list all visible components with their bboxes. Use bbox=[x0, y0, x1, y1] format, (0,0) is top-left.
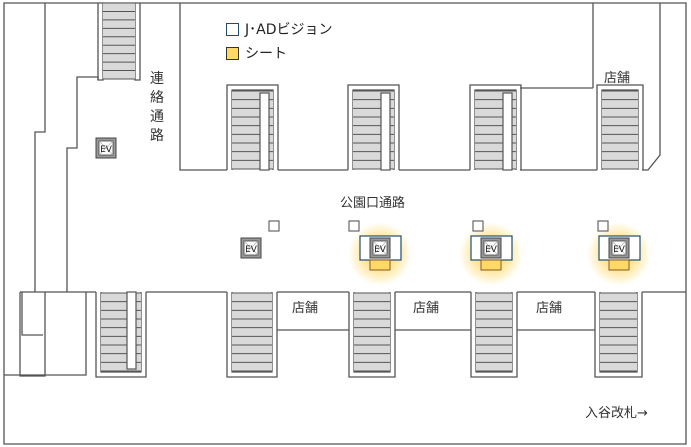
seat bbox=[608, 259, 630, 271]
elevator-cross bbox=[372, 240, 388, 256]
elevator-label: EV bbox=[374, 245, 387, 255]
legend-label: J･ADビジョン bbox=[245, 22, 333, 38]
elevator-label: EV bbox=[100, 145, 113, 155]
stair-lower-fill bbox=[600, 293, 637, 371]
legend-label: シート bbox=[245, 46, 287, 62]
seat bbox=[369, 259, 391, 271]
wall-line bbox=[3, 2, 687, 445]
elevator-cross bbox=[243, 240, 259, 256]
stair-lower-fill bbox=[354, 293, 390, 371]
elevator-cross bbox=[611, 240, 627, 256]
jad-vision-marker bbox=[597, 220, 609, 232]
shop-label: 店舗 bbox=[536, 301, 563, 316]
jad-vision-marker bbox=[268, 220, 280, 232]
wall-line bbox=[34, 3, 46, 292]
wall-line bbox=[21, 292, 43, 336]
stair-lower-fill bbox=[476, 293, 512, 371]
seat-swatch bbox=[226, 46, 239, 60]
shop-label: 店舗 bbox=[413, 301, 440, 316]
wall-line bbox=[19, 292, 46, 377]
shop-label: 店舗 bbox=[292, 301, 319, 316]
seat bbox=[480, 259, 502, 271]
elevator-cross bbox=[483, 240, 499, 256]
handrail bbox=[126, 291, 137, 370]
shop-label: 店舗 bbox=[604, 71, 631, 86]
elevator-label: EV bbox=[613, 245, 626, 255]
connecting-passage-label: 連絡通路 bbox=[150, 71, 164, 144]
wall-line bbox=[179, 3, 227, 171]
handrail bbox=[259, 92, 270, 171]
elevator-label: EV bbox=[245, 245, 258, 255]
stair-lower-fill bbox=[232, 293, 272, 371]
legend-jad-vision: J･ADビジョン bbox=[226, 19, 333, 39]
wall-line bbox=[66, 76, 99, 292]
legend-seat: シート bbox=[226, 43, 287, 63]
stair-top-fill bbox=[103, 3, 135, 79]
jad-vision-marker bbox=[472, 220, 484, 232]
jad-vision-swatch bbox=[226, 22, 239, 36]
elevator-label: EV bbox=[485, 245, 498, 255]
stair-upper-fill bbox=[602, 91, 638, 169]
handrail bbox=[502, 92, 513, 171]
park-exit-passage-label: 公園口通路 bbox=[340, 196, 406, 211]
handrail bbox=[380, 92, 391, 171]
wall-line bbox=[642, 3, 661, 171]
elevator-cross bbox=[98, 140, 114, 156]
iriya-gate-label: 入谷改札→ bbox=[585, 406, 648, 421]
wall-line bbox=[4, 292, 87, 376]
jad-vision-marker bbox=[348, 220, 360, 232]
